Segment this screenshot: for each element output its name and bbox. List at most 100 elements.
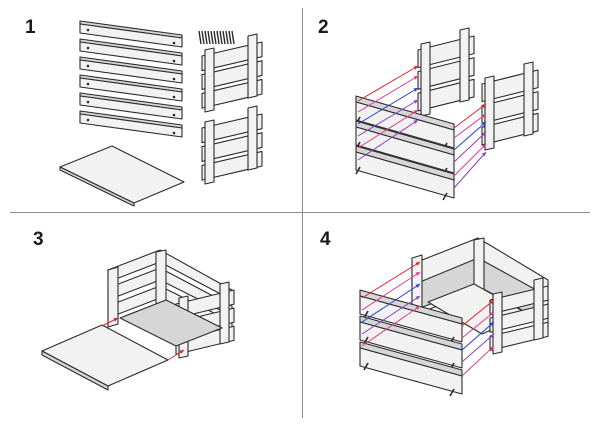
plank-face: [355, 101, 455, 149]
arrow-line: [453, 151, 487, 189]
corner-post: [107, 266, 119, 328]
loose-plank: [79, 20, 183, 48]
screw-hole: [86, 118, 90, 122]
arrow-line: [357, 65, 419, 102]
interior-floor: [119, 299, 223, 347]
arrow-head: [413, 100, 418, 104]
assembly-arrow-icon: [361, 261, 421, 299]
arrow-head: [413, 88, 418, 92]
loose-plank: [79, 56, 183, 84]
plank-face: [79, 59, 183, 84]
arrow-head: [481, 132, 486, 137]
loose-planks: [79, 20, 183, 138]
screw: [219, 30, 223, 45]
arrow-head: [415, 306, 420, 310]
side-board: [201, 78, 263, 109]
side-panel-left: [417, 27, 475, 117]
base-insertion: [41, 249, 235, 391]
plank-face: [359, 347, 463, 395]
arrow-line: [361, 261, 421, 299]
loose-plank: [79, 110, 183, 138]
assembly-arrow-icon: [453, 103, 487, 129]
arrow-line: [357, 99, 419, 137]
assembly-arrow-icon: [357, 109, 419, 149]
screw-mark: [442, 192, 448, 201]
screw-hole: [86, 28, 90, 32]
assembly-arrow-icon: [453, 131, 487, 163]
arrow-line: [461, 345, 495, 377]
step-number-1: 1: [25, 17, 36, 38]
screw: [207, 30, 211, 45]
base-board-edge: [41, 350, 109, 391]
screw-hole: [172, 131, 176, 135]
assembly-arrow-icon: [357, 99, 419, 137]
assembly-arrow-icon: [461, 345, 495, 377]
plank-face: [359, 321, 463, 369]
assembly-arrow-icon: [461, 311, 495, 339]
screw: [204, 30, 208, 45]
front-plank: [359, 341, 463, 395]
assembly-arrow-icon: [453, 151, 487, 189]
screw-hole: [172, 113, 176, 117]
corner-post: [523, 61, 534, 137]
arrow-line: [361, 295, 421, 335]
screw-mark: [449, 388, 455, 397]
assembly-arrow-icon: [453, 113, 487, 139]
assembly-arrow-icon: [357, 87, 419, 125]
plank-face: [79, 77, 183, 102]
side-board: [201, 60, 263, 90]
assembly-arrow-icon: [167, 349, 185, 361]
screw: [198, 30, 202, 45]
arrow-line: [357, 75, 419, 113]
plank-face: [79, 41, 183, 66]
screw-hole: [86, 46, 90, 50]
arrow-line: [453, 121, 487, 151]
arrow-line: [361, 283, 421, 323]
screw: [210, 30, 214, 45]
screw-hole: [172, 77, 176, 81]
arrow-line: [461, 299, 495, 327]
screw-hole: [86, 82, 90, 86]
step-1-parts-illustration: [59, 20, 263, 207]
arrow-head: [481, 114, 486, 118]
side-board: [201, 150, 263, 181]
screw-mark: [355, 166, 361, 175]
screw-mark: [363, 362, 369, 371]
assembly-arrow-icon: [461, 299, 495, 327]
arrow-line: [453, 143, 487, 177]
corner-post: [247, 105, 258, 171]
screw-hole: [172, 41, 176, 45]
assembly-arrow-icon: [453, 121, 487, 151]
corner-post: [459, 27, 470, 103]
arrow-head: [489, 300, 494, 305]
screw-hole: [172, 95, 176, 99]
frame-assembly: [355, 27, 539, 201]
arrow-head: [113, 318, 118, 322]
side-panel-right: [489, 277, 549, 355]
arrow-head: [415, 296, 420, 300]
arrow-line: [453, 103, 487, 129]
corner-post: [533, 277, 544, 341]
side-panel-back: [201, 33, 263, 113]
arrow-head: [415, 284, 420, 288]
side-panel-front: [201, 105, 263, 185]
plank-face: [79, 95, 183, 120]
screw: [228, 30, 232, 45]
assembly-arrow-icon: [461, 321, 495, 351]
arrow-head: [413, 110, 418, 114]
side-board: [201, 113, 263, 144]
arrow-head: [489, 322, 494, 327]
plank-face: [79, 113, 183, 138]
loose-plank: [79, 92, 183, 120]
corner-post: [420, 41, 431, 117]
arrow-head: [481, 144, 486, 149]
corner-post: [204, 119, 215, 185]
front-plank: [355, 120, 455, 174]
screw: [213, 30, 217, 45]
assembly-arrow-icon: [357, 119, 419, 161]
arrow-head: [179, 350, 184, 354]
corner-post: [492, 291, 503, 355]
assembly-arrow-icon: [101, 317, 119, 327]
